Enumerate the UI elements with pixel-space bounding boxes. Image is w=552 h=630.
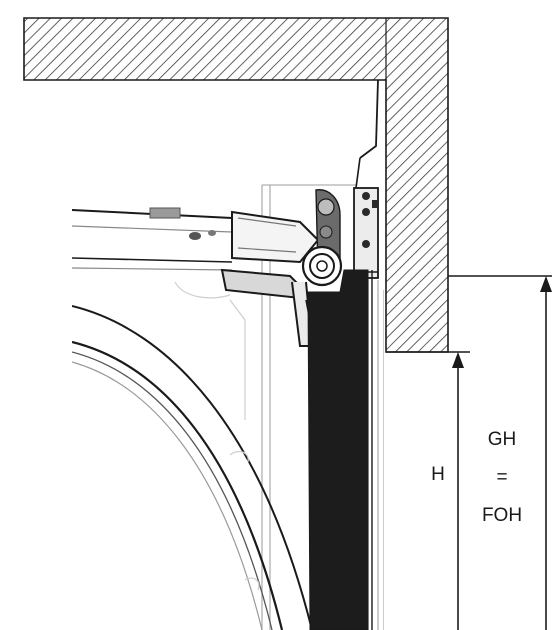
- jamb-bracket: [353, 80, 379, 279]
- arrow-up-icon: [540, 276, 552, 292]
- equals-label: =: [496, 467, 507, 488]
- curved-track: [72, 305, 313, 630]
- inner-details: [174, 281, 260, 591]
- height-label: H: [431, 464, 445, 485]
- dimension-h: [386, 351, 470, 630]
- horizontal-arm: [72, 207, 233, 271]
- full-opening-height-label: FOH: [482, 505, 522, 526]
- lintel-wall-hatch: [23, 17, 449, 353]
- gap-height-label: GH: [488, 429, 517, 450]
- roller-assembly: [301, 189, 343, 287]
- vertical-track: [307, 269, 373, 630]
- door-track-drawing: [72, 80, 384, 630]
- dimension-gh: [448, 275, 552, 630]
- arrow-up-icon: [452, 352, 464, 368]
